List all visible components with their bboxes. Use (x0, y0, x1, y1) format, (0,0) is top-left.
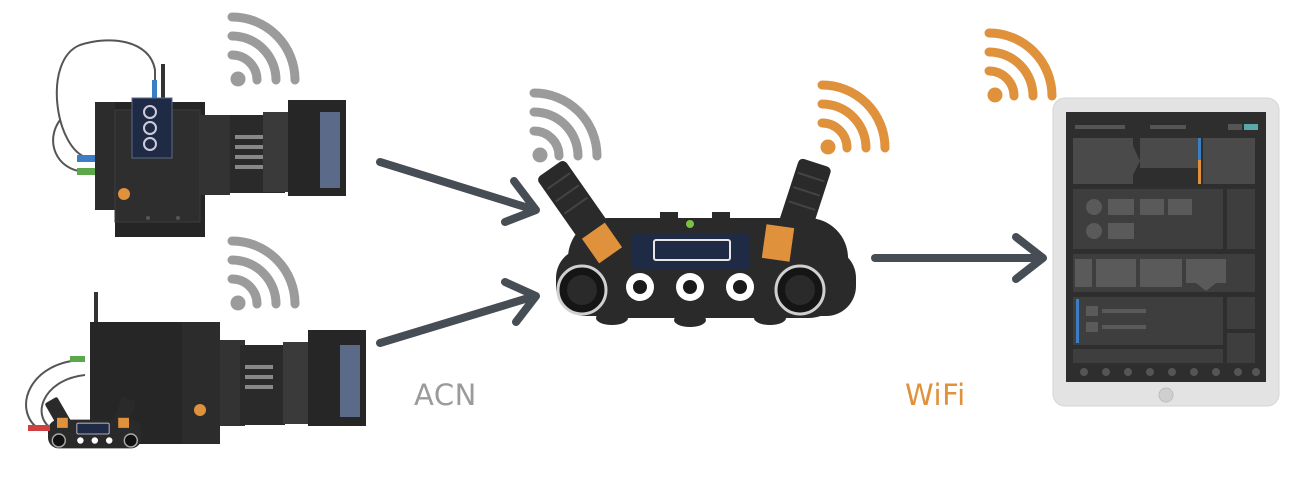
tablet (1052, 97, 1280, 407)
wireless-signal-icon (988, 33, 1052, 102)
wireless-hub (538, 158, 856, 327)
arrow-camera-bottom-to-hub (376, 278, 540, 347)
cinema-camera-top (52, 39, 346, 237)
wifi-label: WiFi (905, 378, 966, 412)
cinema-camera-bottom (25, 292, 366, 449)
arrow-camera-top-to-hub (376, 158, 540, 226)
acn-label: ACN (414, 378, 477, 412)
wireless-signal-icon (231, 17, 295, 86)
wireless-signal-icon (533, 93, 597, 162)
wireless-signal-icon (821, 85, 885, 154)
arrow-hub-to-tablet (871, 233, 1047, 283)
wireless-signal-icon (231, 241, 295, 310)
